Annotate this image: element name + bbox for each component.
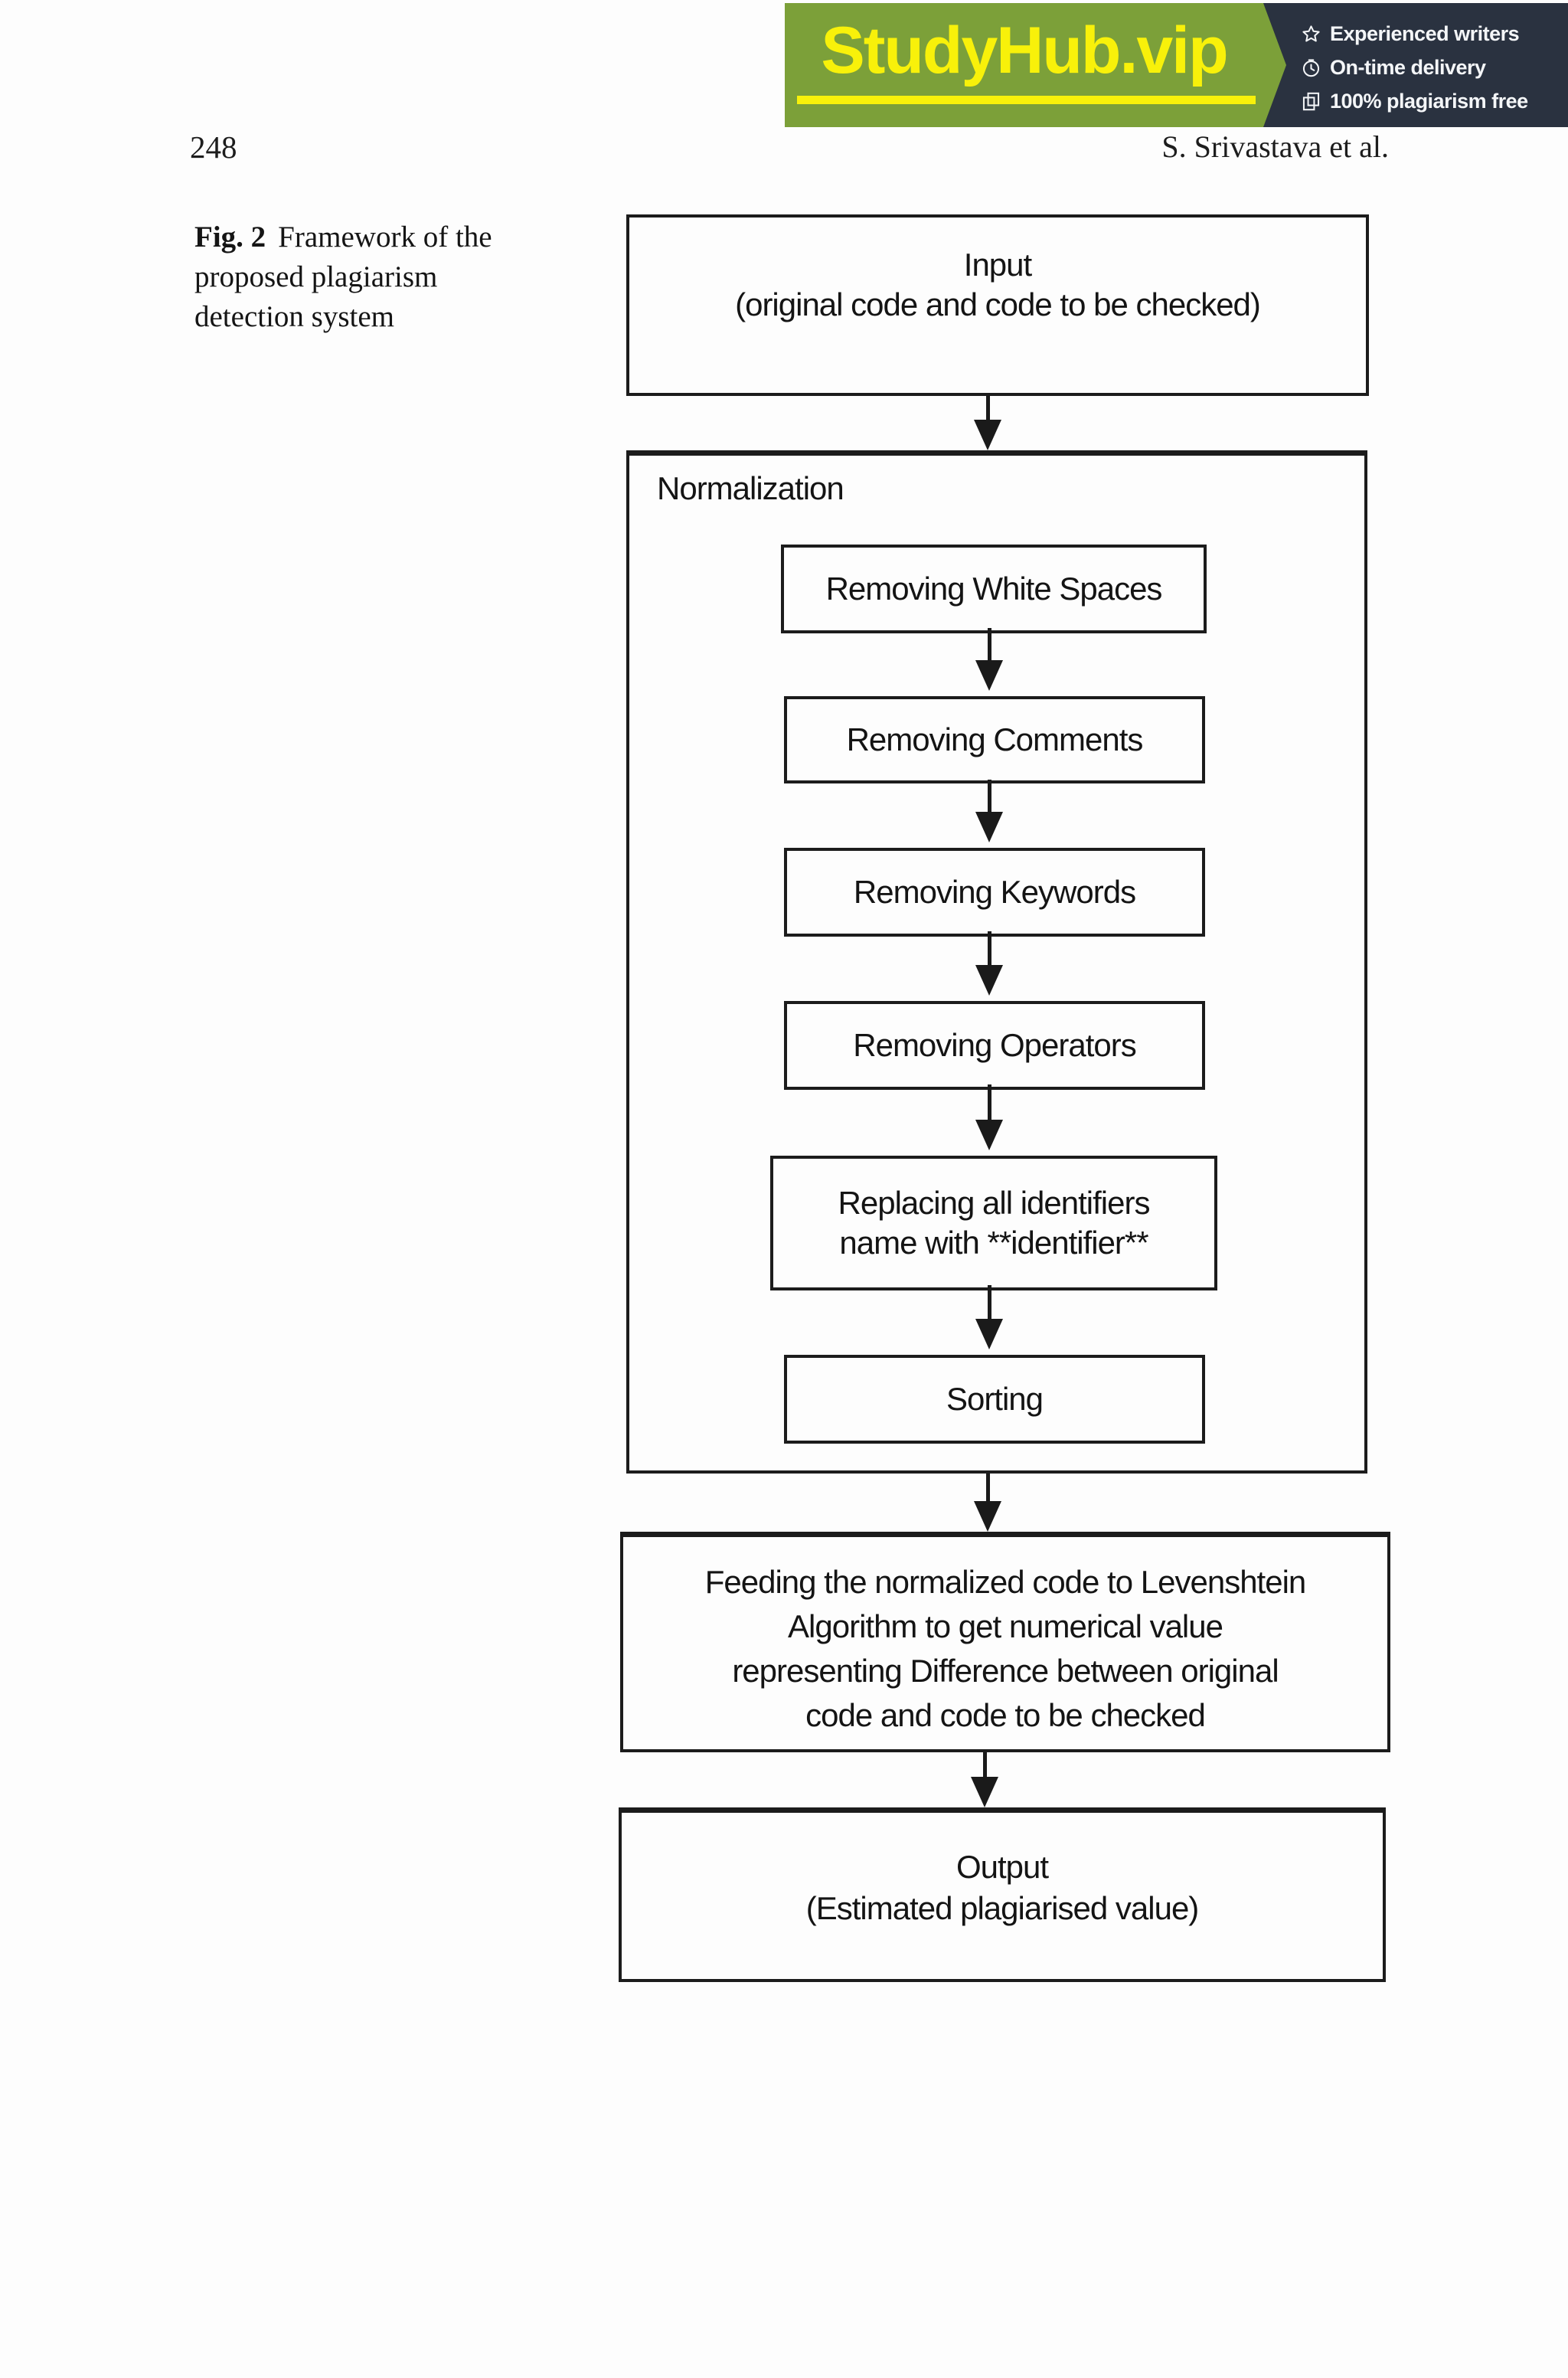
step-sorting: Sorting <box>784 1355 1205 1444</box>
normalization-label: Normalization <box>657 470 844 506</box>
banner-feature-list: Experienced writers On-time delivery 100… <box>1301 20 1528 116</box>
copy-icon <box>1301 91 1321 112</box>
banner-feature: 100% plagiarism free <box>1301 87 1528 116</box>
figure-caption-text: Framework of the proposed plagiarism det… <box>194 221 492 333</box>
banner-feature-label: On-time delivery <box>1330 56 1486 79</box>
banner-feature-label: 100% plagiarism free <box>1330 90 1528 113</box>
step-label: name with **identifier** <box>839 1225 1148 1261</box>
banner-feature-label: Experienced writers <box>1330 22 1520 45</box>
banner-brand-panel: StudyHub.vip <box>785 3 1286 127</box>
step-removing-keywords: Removing Keywords <box>784 848 1205 937</box>
flowchart-output-box: Output (Estimated plagiarised value) <box>619 1807 1386 1982</box>
banner-feature: Experienced writers <box>1301 20 1528 48</box>
running-head: S. Srivastava et al. <box>1161 129 1389 164</box>
banner-brand: StudyHub.vip <box>821 14 1228 87</box>
step-removing-comments: Removing Comments <box>784 696 1205 783</box>
banner-features-panel: Experienced writers On-time delivery 100… <box>1259 3 1568 127</box>
clock-icon <box>1301 57 1321 78</box>
page-number: 248 <box>190 129 237 165</box>
flowchart-input-box: Input (original code and code to be chec… <box>626 214 1369 396</box>
figure-caption-label: Fig. 2 <box>194 221 266 254</box>
step-label: Sorting <box>946 1381 1044 1417</box>
step-label: Removing Keywords <box>853 874 1136 910</box>
step-label: Removing White Spaces <box>825 571 1163 607</box>
star-icon <box>1301 24 1321 44</box>
flowchart-levenshtein-box: Feeding the normalized code to Levenshte… <box>620 1532 1390 1752</box>
input-box-subtitle: (original code and code to be checked) <box>735 286 1261 322</box>
levenshtein-line: code and code to be checked <box>805 1697 1206 1733</box>
output-box-subtitle: (Estimated plagiarised value) <box>805 1890 1200 1926</box>
step-label: Removing Comments <box>846 721 1144 757</box>
step-label: Replacing all identifiers <box>838 1185 1151 1221</box>
input-box-title: Input <box>963 247 1032 283</box>
step-label: Removing Operators <box>853 1027 1136 1063</box>
levenshtein-line: representing Difference between original <box>732 1653 1279 1689</box>
output-box-title: Output <box>956 1849 1049 1885</box>
banner-brand-underline <box>797 96 1256 104</box>
levenshtein-line: Algorithm to get numerical value <box>788 1608 1223 1644</box>
flowchart-normalization-box: Normalization Removing White Spaces Remo… <box>626 450 1367 1474</box>
levenshtein-line: Feeding the normalized code to Levenshte… <box>704 1564 1307 1600</box>
step-removing-white-spaces: Removing White Spaces <box>781 545 1207 633</box>
step-replacing-identifiers: Replacing all identifiers name with **id… <box>770 1156 1217 1290</box>
banner-feature: On-time delivery <box>1301 54 1528 82</box>
step-removing-operators: Removing Operators <box>784 1001 1205 1090</box>
